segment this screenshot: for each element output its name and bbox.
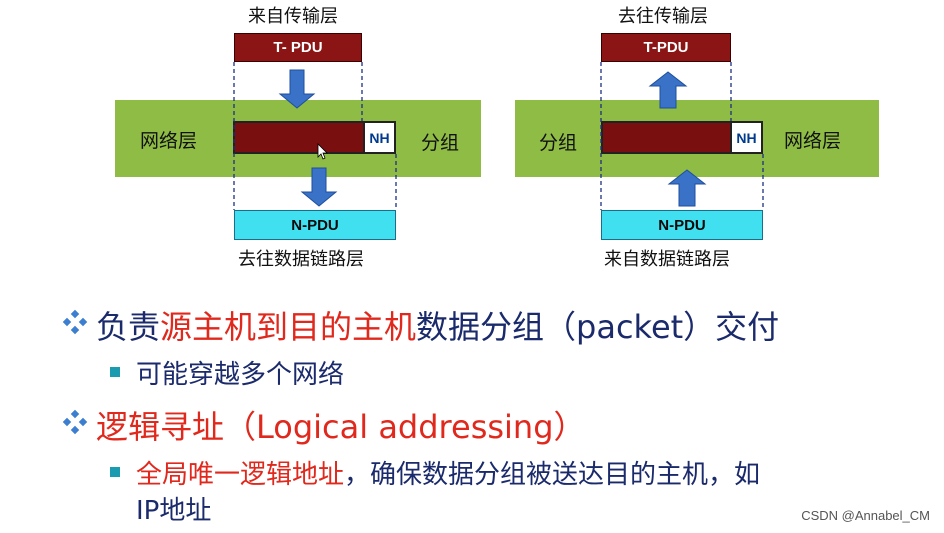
right-nh-header: NH (730, 121, 763, 154)
square-bullet-icon (110, 367, 120, 377)
square-bullet-icon (110, 467, 120, 477)
right-top-caption: 去往传输层 (618, 6, 708, 27)
bullet-2-sub-line2: IP地址 (136, 496, 212, 526)
bullet-2-sub-line1: 全局唯一逻辑地址，确保数据分组被送达目的主机，如 (136, 454, 760, 491)
diamond-bullet-icon (62, 309, 88, 335)
left-bottom-caption: 去往数据链路层 (238, 249, 364, 270)
right-tpdu-box: T-PDU (601, 33, 731, 62)
left-arrow-down-bottom-icon (300, 167, 338, 207)
right-npdu-box: N-PDU (601, 210, 763, 240)
left-network-layer-label: 网络层 (140, 130, 198, 152)
bullet-2-sub-highlight: 全局唯一逻辑地址 (136, 460, 345, 490)
dashed-guide-lines (233, 62, 764, 210)
diamond-bullet-icon (62, 409, 88, 435)
bullet-1-highlight: 源主机到目的主机 (160, 308, 417, 346)
right-arrow-up-bottom-icon (667, 169, 707, 207)
watermark: CSDN @Annabel_CM (801, 508, 930, 523)
bullet-1-pre: 负责 (96, 308, 161, 346)
bullet-2-sub-post: ，确保数据分组被送达目的主机，如 (344, 460, 761, 490)
left-npdu-box: N-PDU (234, 210, 396, 240)
left-nh-header: NH (363, 121, 396, 154)
right-bottom-caption: 来自数据链路层 (604, 249, 730, 270)
right-packet-label: 分组 (539, 132, 578, 154)
right-arrow-up-top-icon (648, 71, 688, 109)
bullet-2: 逻辑寻址（Logical addressing） (96, 408, 586, 446)
right-network-layer-label: 网络层 (784, 130, 842, 152)
left-top-caption: 来自传输层 (248, 6, 338, 27)
bullet-1-post: 数据分组（packet）交付 (416, 308, 780, 346)
bullet-1-sub: 可能穿越多个网络 (136, 360, 345, 390)
bullet-1: 负责源主机到目的主机数据分组（packet）交付 (96, 302, 779, 348)
left-arrow-down-top-icon (278, 69, 316, 109)
left-packet-label: 分组 (421, 132, 460, 154)
left-tpdu-box: T- PDU (234, 33, 362, 62)
mouse-cursor-icon (317, 143, 328, 160)
